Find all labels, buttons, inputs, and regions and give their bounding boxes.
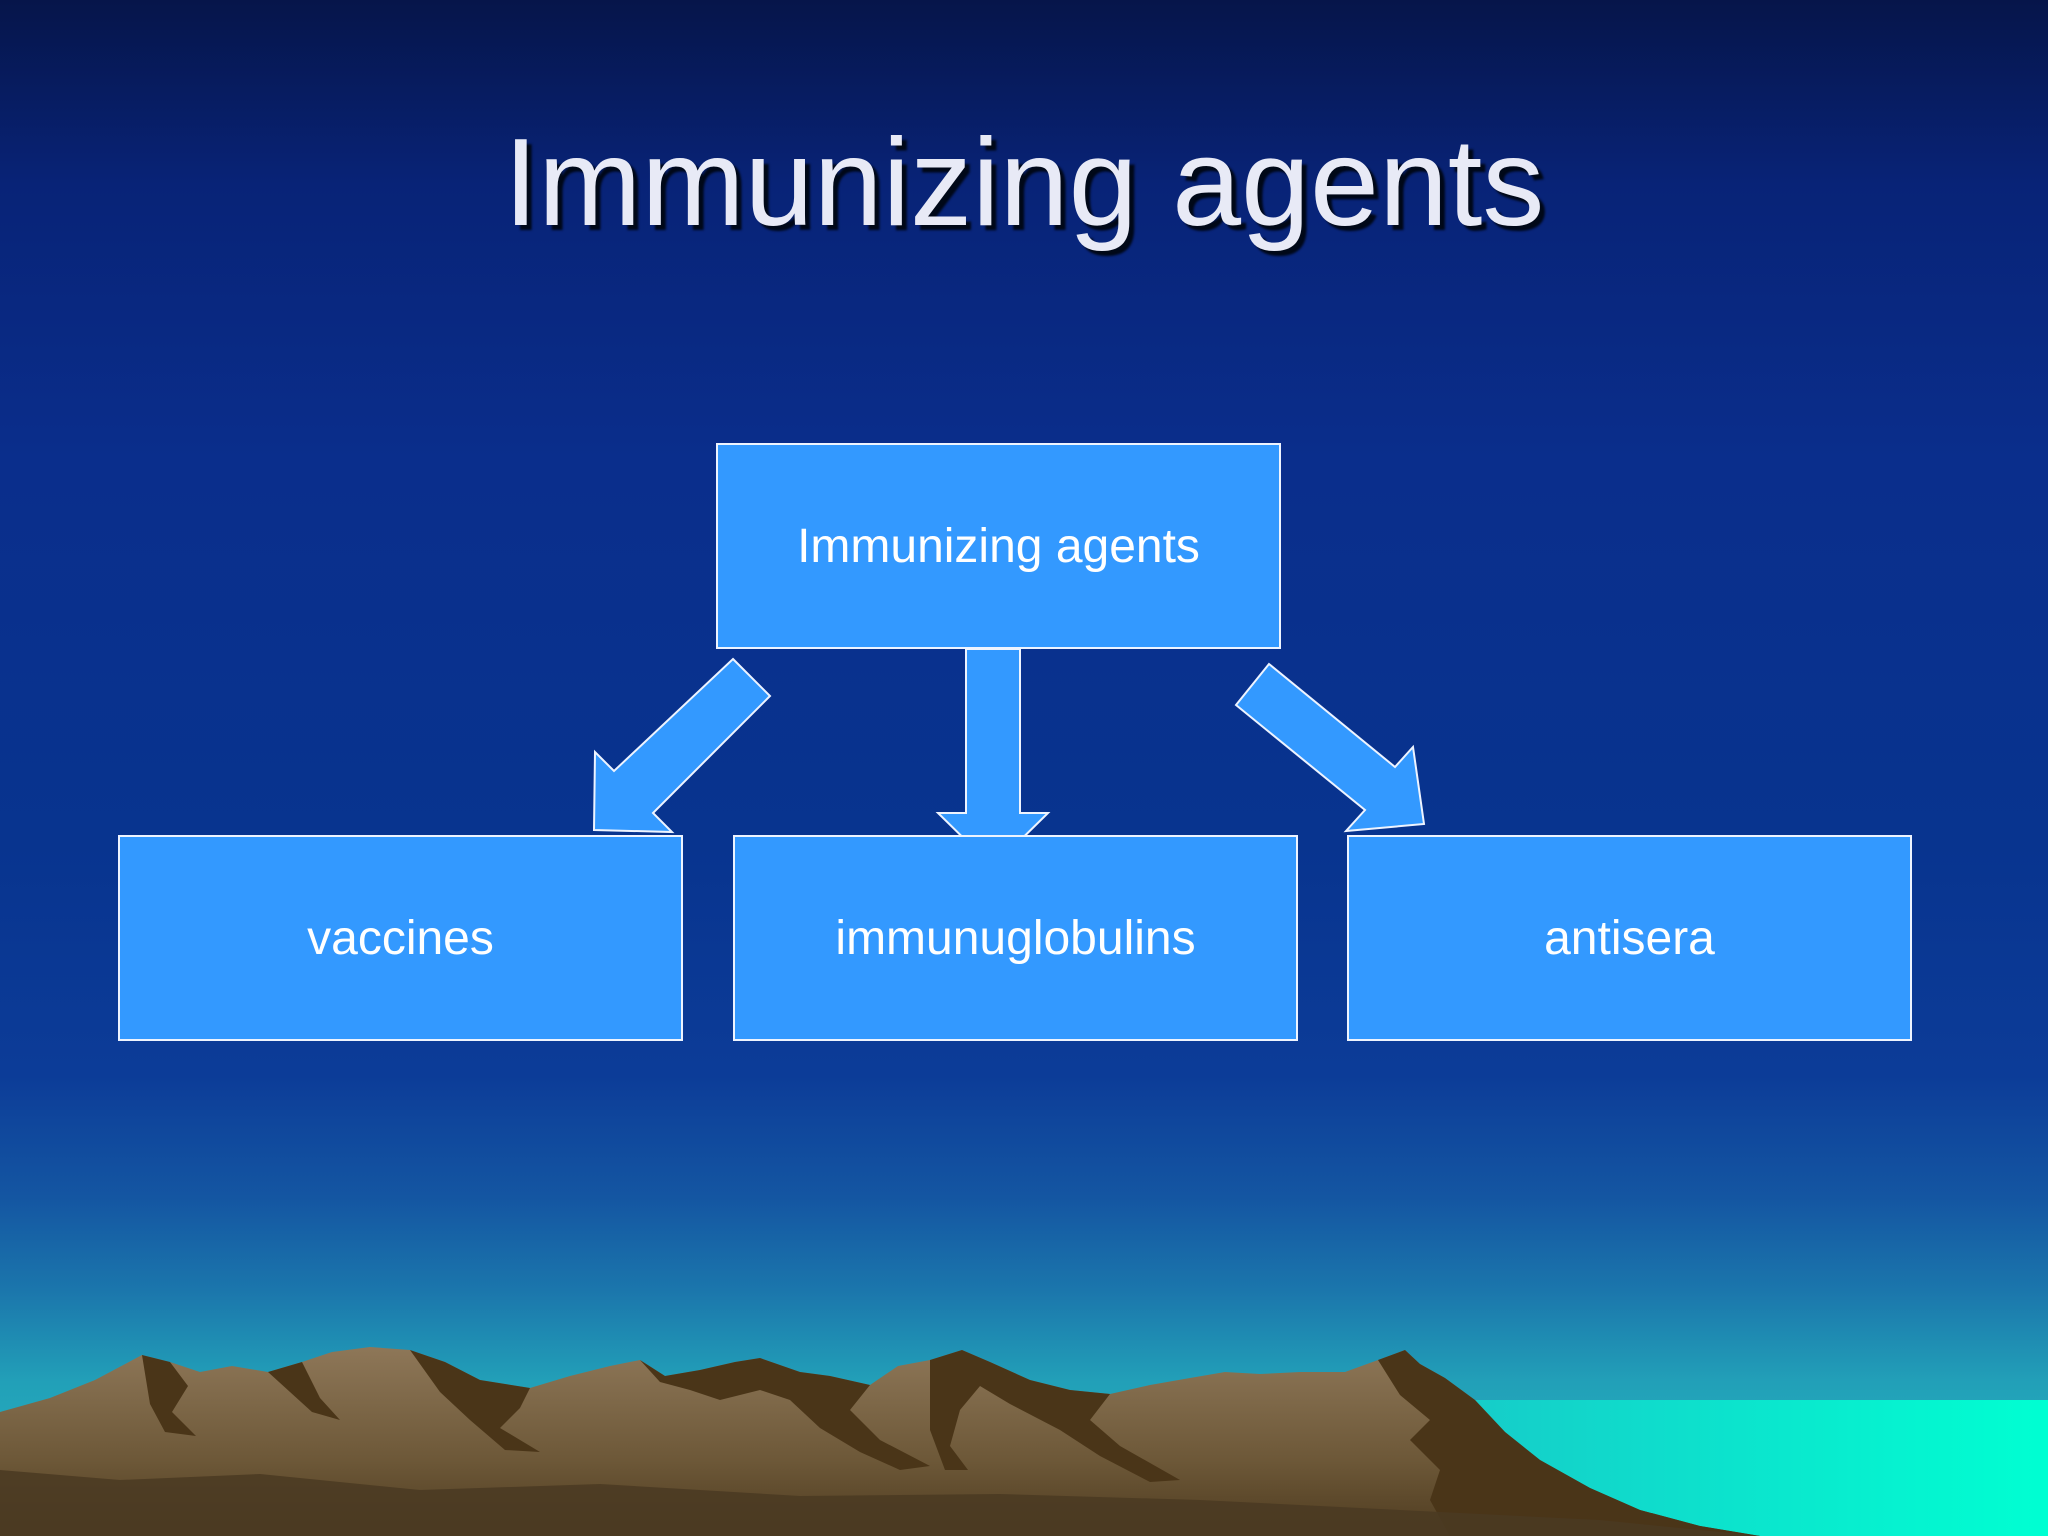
child-node-label: antisera: [1544, 911, 1715, 965]
mountain-shadow: [268, 1362, 340, 1420]
child-node-antisera: antisera: [1347, 835, 1912, 1041]
mountain-shadow: [930, 1350, 1180, 1482]
mountain-shadow: [640, 1358, 930, 1470]
slide-title: Immunizing agents: [503, 114, 1545, 252]
child-node-label: vaccines: [307, 911, 494, 965]
root-node-label: Immunizing agents: [797, 519, 1200, 573]
mountain-shadow: [142, 1355, 196, 1436]
arrow-to-antisera: [1234, 662, 1426, 833]
child-node-vaccines: vaccines: [118, 835, 683, 1041]
arrow-to-vaccines: [592, 657, 772, 834]
child-node-immunuglobulins: immunuglobulins: [733, 835, 1298, 1041]
child-node-label: immunuglobulins: [835, 911, 1196, 965]
mountain-foreground: [0, 1470, 1760, 1536]
root-node: Immunizing agents: [716, 443, 1281, 649]
mountain-shadow: [1378, 1350, 1760, 1536]
mountain-shadow: [410, 1350, 540, 1452]
